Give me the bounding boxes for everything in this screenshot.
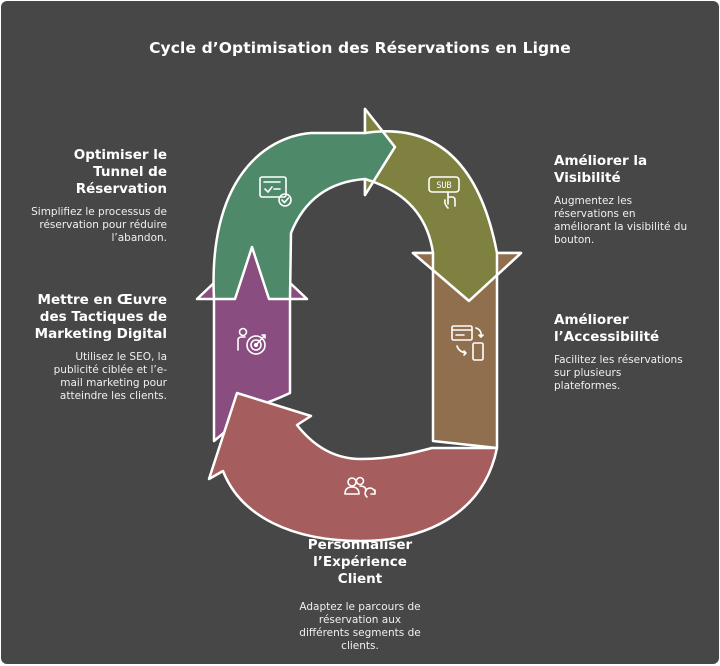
segment-accessibility (411, 251, 523, 450)
step-marketing: Mettre en Œuvre des Tactiques de Marketi… (17, 292, 167, 403)
step-accessibility-description: Facilitez les réservations sur plusieurs… (554, 354, 683, 392)
users-refresh-icon (344, 476, 376, 498)
step-visibility-title: Améliorer la Visibilité (554, 153, 648, 186)
step-personalize-description: Adaptez le parcours de réservation aux d… (299, 601, 421, 652)
step-personalize: Personnaliser l’Expérience Client Adapte… (290, 537, 430, 653)
step-visibility: Améliorer la Visibilité Augmentez les ré… (554, 153, 694, 247)
step-visibility-description: Augmentez les réservations en améliorant… (554, 195, 688, 246)
segment-personalize (207, 391, 499, 543)
step-funnel-description: Simplifiez le processus de réservation p… (31, 206, 167, 244)
step-accessibility: Améliorer l’Accessibilité Facilitez les … (554, 312, 694, 393)
step-accessibility-title: Améliorer l’Accessibilité (554, 312, 660, 345)
svg-text:SUB: SUB (436, 181, 451, 191)
diagram-title: Cycle d’Optimisation des Réservations en… (149, 39, 571, 57)
step-marketing-title: Mettre en Œuvre des Tactiques de Marketi… (34, 292, 167, 342)
segment-funnel (212, 107, 397, 301)
step-marketing-description: Utilisez le SEO, la publicité ciblée et … (53, 351, 167, 402)
sub-button-click-icon: SUB (428, 176, 460, 209)
devices-sync-icon (451, 325, 484, 361)
step-funnel-title: Optimiser le Tunnel de Réservation (73, 147, 167, 197)
step-personalize-title: Personnaliser l’Expérience Client (307, 537, 413, 587)
step-funnel: Optimiser le Tunnel de Réservation Simpl… (27, 147, 167, 245)
target-person-icon (237, 327, 266, 355)
checklist-icon (259, 176, 292, 207)
